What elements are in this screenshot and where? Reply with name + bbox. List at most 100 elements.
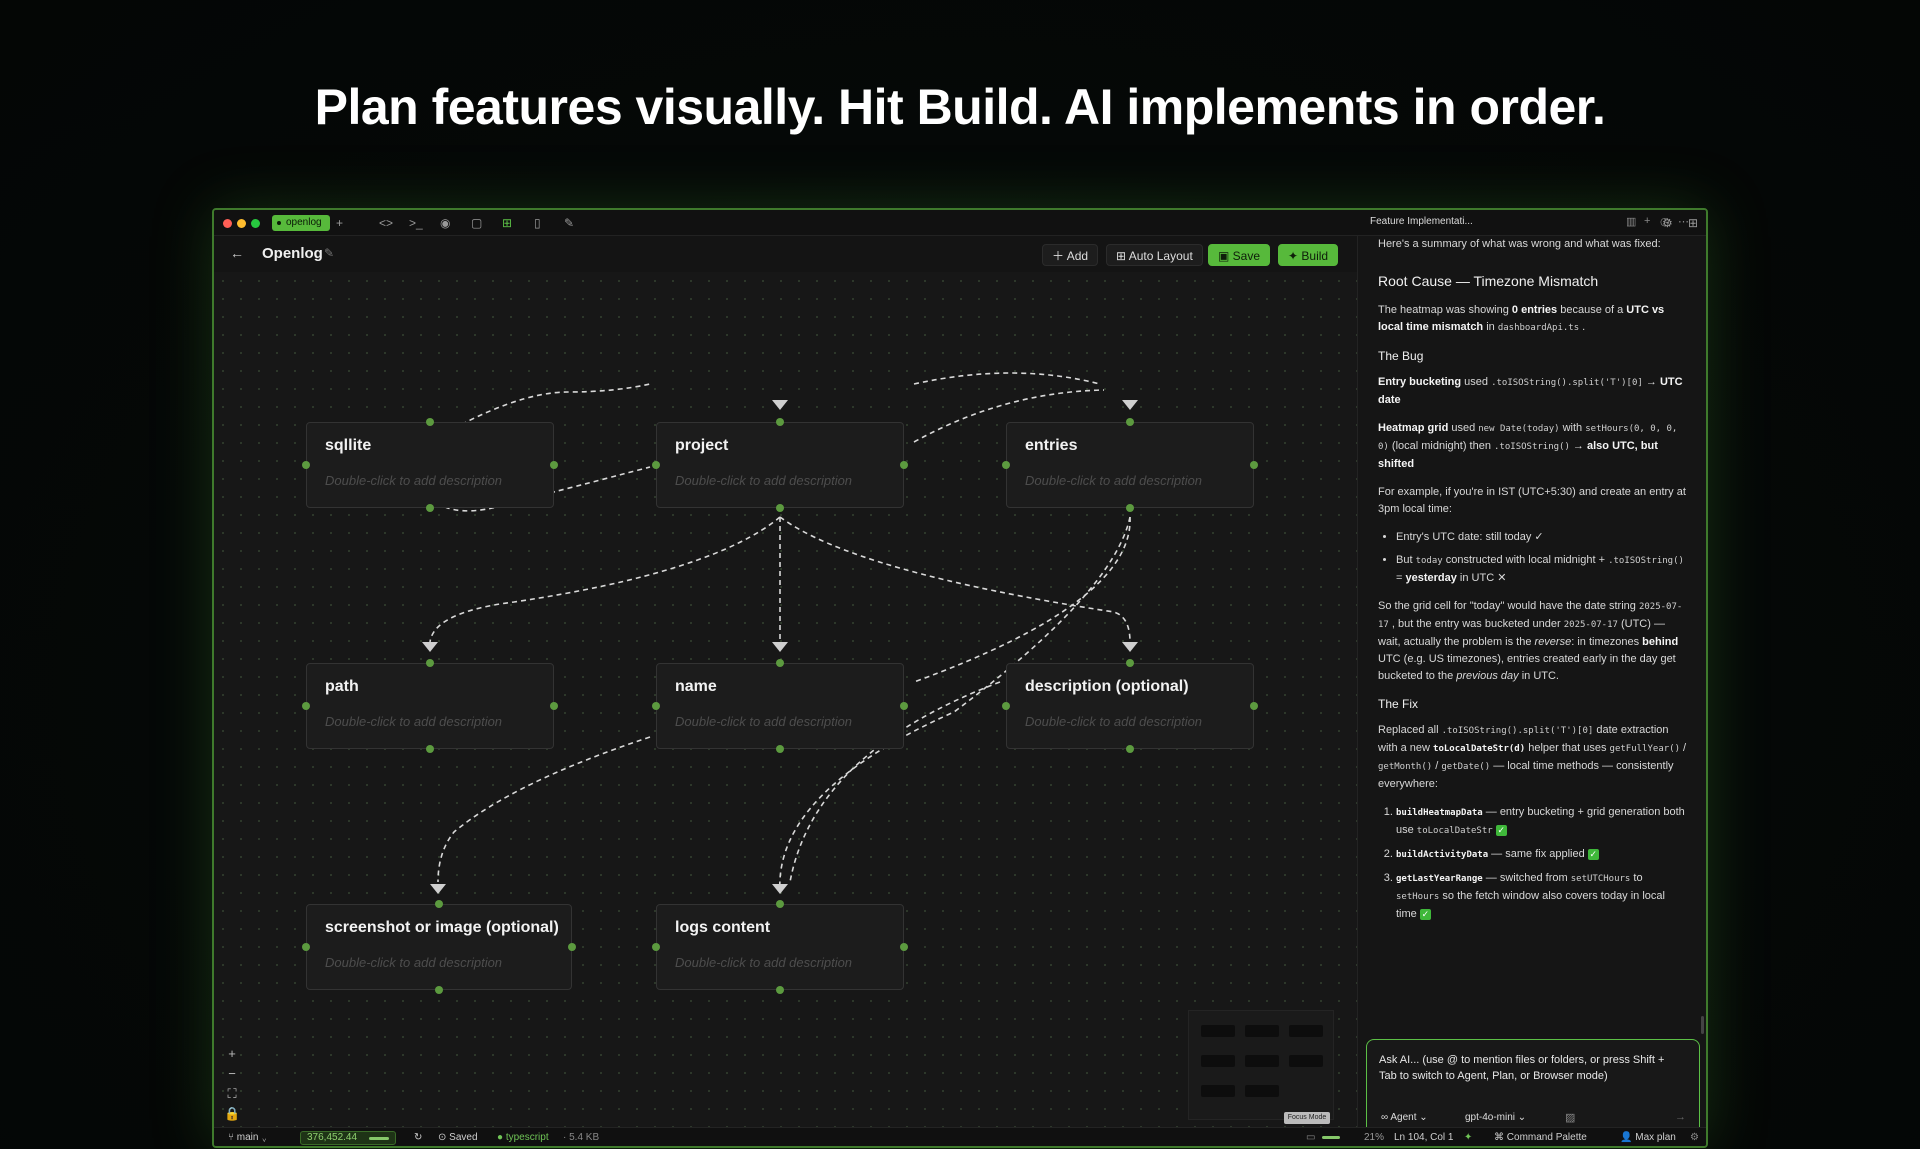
node-description[interactable]: Double-click to add description <box>325 714 503 729</box>
send-arrow-icon[interactable]: → <box>1675 1111 1686 1123</box>
project-tab[interactable]: openlog <box>272 215 330 231</box>
build-button[interactable]: ✦ Build <box>1278 244 1339 266</box>
heading-bug: The Bug <box>1378 349 1424 363</box>
node-name[interactable]: name Double-click to add description <box>656 663 904 749</box>
ask-ai-placeholder[interactable]: Ask AI... (use @ to mention files or fol… <box>1379 1054 1665 1082</box>
zoom-out-icon[interactable]: − <box>228 1066 236 1081</box>
node-description[interactable]: Double-click to add description <box>1025 473 1203 488</box>
node-sqllite[interactable]: sqllite Double-click to add description <box>306 422 554 508</box>
arrowhead-path <box>422 642 438 652</box>
port[interactable] <box>776 659 784 667</box>
minimap-node <box>1289 1025 1323 1037</box>
settings-gear-icon[interactable]: ⚙ <box>1662 216 1673 230</box>
pencil-icon[interactable]: ✎ <box>564 216 575 230</box>
minimap[interactable] <box>1188 1010 1334 1120</box>
node-project[interactable]: project Double-click to add description <box>656 422 904 508</box>
chat-scrollbar[interactable] <box>1701 1016 1704 1034</box>
new-chat-icon[interactable]: + <box>1644 215 1651 227</box>
node-description[interactable]: Double-click to add description <box>675 955 853 970</box>
port[interactable] <box>900 461 908 469</box>
port[interactable] <box>900 702 908 710</box>
node-path[interactable]: path Double-click to add description <box>306 663 554 749</box>
edit-title-icon[interactable]: ✎ <box>324 246 335 260</box>
node-logs-content[interactable]: logs content Double-click to add descrip… <box>656 904 904 990</box>
chat-tab[interactable]: Feature Implementati... <box>1370 216 1473 227</box>
comment-icon[interactable]: ▭ <box>1306 1132 1316 1143</box>
port[interactable] <box>302 943 310 951</box>
command-palette-button[interactable]: ⌘ Command Palette <box>1494 1132 1587 1143</box>
port[interactable] <box>776 986 784 994</box>
settings-icon[interactable]: ⚙ <box>1690 1132 1699 1143</box>
port[interactable] <box>550 702 558 710</box>
port[interactable] <box>1126 745 1134 753</box>
more-options-icon[interactable]: ⋯ <box>1678 216 1689 228</box>
port[interactable] <box>568 943 576 951</box>
minimize-window-button[interactable] <box>237 219 246 228</box>
node-description[interactable]: Double-click to add description <box>325 473 503 488</box>
files-icon[interactable]: ▢ <box>471 216 483 230</box>
split-view-icon[interactable]: ▥ <box>1626 216 1637 228</box>
port[interactable] <box>652 943 660 951</box>
port[interactable] <box>302 461 310 469</box>
port[interactable] <box>1250 702 1258 710</box>
port[interactable] <box>776 745 784 753</box>
sparkle-icon[interactable]: ✦ <box>1464 1132 1473 1143</box>
history-icon[interactable]: ◷ <box>1660 216 1670 228</box>
port[interactable] <box>426 659 434 667</box>
port[interactable] <box>426 745 434 753</box>
fit-view-icon[interactable]: ⛶ <box>227 1086 237 1101</box>
port[interactable] <box>1002 461 1010 469</box>
lock-icon[interactable]: 🔒 <box>224 1106 241 1121</box>
save-button[interactable]: ▣ Save <box>1208 244 1271 266</box>
node-entries[interactable]: entries Double-click to add description <box>1006 422 1254 508</box>
port[interactable] <box>1126 418 1134 426</box>
port[interactable] <box>776 900 784 908</box>
agent-mode-select[interactable]: ∞ Agent ⌄ <box>1381 1112 1428 1123</box>
refresh-icon[interactable]: ↻ <box>414 1132 423 1143</box>
model-select[interactable]: gpt-4o-mini ⌄ <box>1465 1112 1527 1123</box>
port[interactable] <box>1002 702 1010 710</box>
branch-selector[interactable]: ⑂ main ⌄ <box>228 1132 268 1143</box>
node-screenshot-or-image[interactable]: screenshot or image (optional) Double-cl… <box>306 904 572 990</box>
node-description[interactable]: Double-click to add description <box>675 714 853 729</box>
plus-icon[interactable]: + <box>336 216 344 230</box>
port[interactable] <box>776 418 784 426</box>
close-window-button[interactable] <box>223 219 232 228</box>
cursor-position[interactable]: Ln 104, Col 1 <box>1394 1132 1454 1143</box>
port[interactable] <box>776 504 784 512</box>
port[interactable] <box>1126 659 1134 667</box>
credits-badge[interactable]: 376,452.44 <box>300 1131 396 1145</box>
port[interactable] <box>1126 504 1134 512</box>
node-description-optional[interactable]: description (optional) Double-click to a… <box>1006 663 1254 749</box>
canvas-grid-icon[interactable]: ⊞ <box>502 216 513 230</box>
edge-name-screenshot <box>437 736 651 883</box>
apps-grid-icon[interactable]: ⊞ <box>1688 216 1699 230</box>
port[interactable] <box>652 461 660 469</box>
add-button[interactable]: ＋ Add <box>1042 244 1099 266</box>
ask-ai-input[interactable]: Ask AI... (use @ to mention files or fol… <box>1366 1039 1700 1139</box>
code-icon[interactable]: <> <box>379 216 394 230</box>
port[interactable] <box>426 504 434 512</box>
node-description[interactable]: Double-click to add description <box>1025 714 1203 729</box>
flow-canvas[interactable]: sqllite Double-click to add description … <box>214 272 1357 1127</box>
terminal-icon[interactable]: >_ <box>409 216 423 230</box>
port[interactable] <box>435 900 443 908</box>
port[interactable] <box>435 986 443 994</box>
auto-layout-button[interactable]: ⊞ Auto Layout <box>1106 244 1203 266</box>
port[interactable] <box>550 461 558 469</box>
node-description[interactable]: Double-click to add description <box>675 473 853 488</box>
preview-eye-icon[interactable]: ◉ <box>440 216 451 230</box>
plan-badge[interactable]: 👤 Max plan <box>1620 1132 1676 1143</box>
port[interactable] <box>426 418 434 426</box>
port[interactable] <box>302 702 310 710</box>
device-icon[interactable]: ▯ <box>534 216 541 230</box>
zoom-in-icon[interactable]: + <box>228 1046 236 1061</box>
back-arrow-icon[interactable]: ← <box>230 245 244 261</box>
maximize-window-button[interactable] <box>251 219 260 228</box>
port[interactable] <box>1250 461 1258 469</box>
node-description[interactable]: Double-click to add description <box>325 955 503 970</box>
port[interactable] <box>900 943 908 951</box>
language-indicator[interactable]: ● typescript <box>497 1132 549 1143</box>
attach-image-icon[interactable]: ▨ <box>1565 1112 1576 1124</box>
port[interactable] <box>652 702 660 710</box>
